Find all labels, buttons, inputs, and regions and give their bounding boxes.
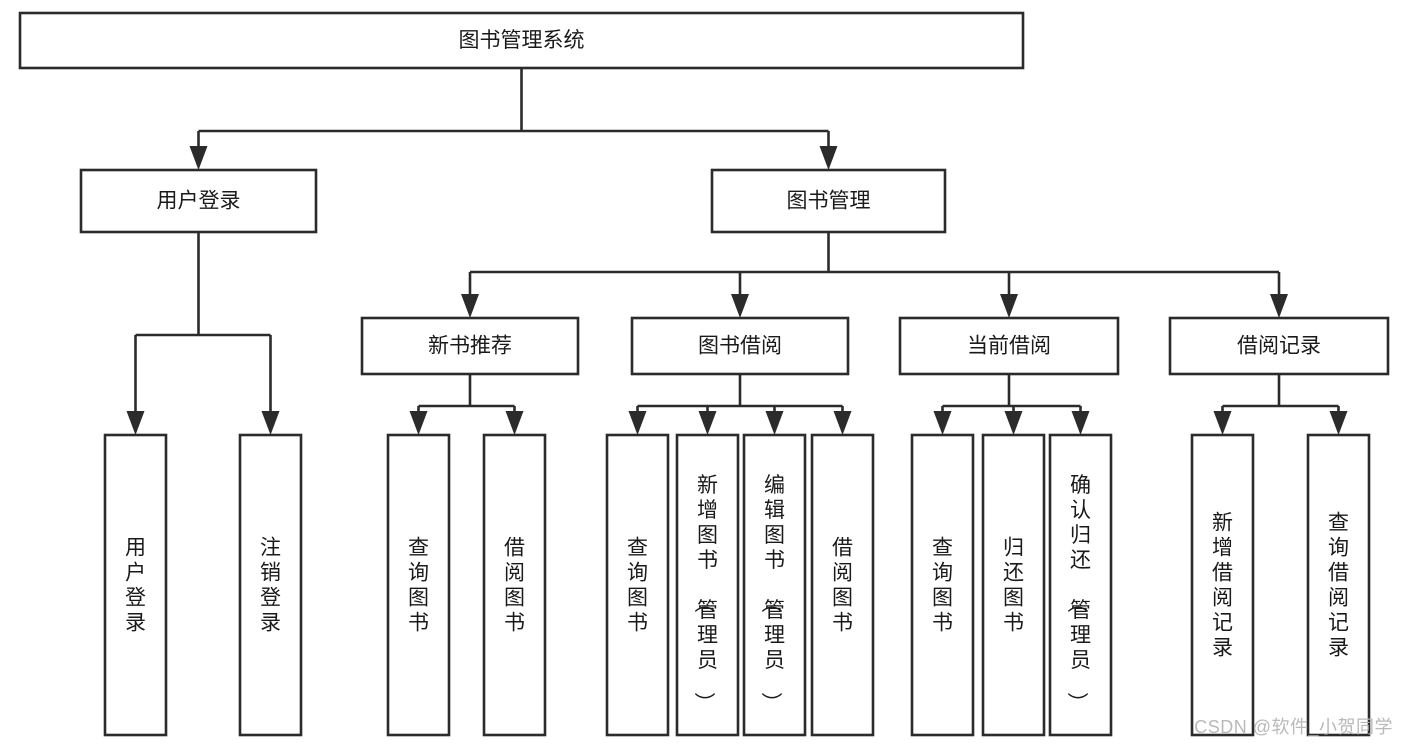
root-to-level2-arrow-0 [189,146,208,170]
node-leaf-borrow-record-1[interactable]: 查询借阅记录 [1306,433,1371,737]
node-leaf-current-borrow-2-box [1048,433,1113,737]
current-borrow-to-leaves-arrow-2 [1071,411,1090,435]
node-level3-2[interactable]: 当前借阅 [898,316,1120,376]
connector-layer [126,68,1348,435]
node-level3-0[interactable]: 新书推荐 [360,316,580,376]
book-mgmt-to-level3-arrow-0 [461,294,479,318]
node-leaf-current-borrow-1[interactable]: 归还图书 [981,433,1046,737]
node-root-book-management-system-box [18,11,1025,70]
node-leaf-current-borrow-0-box [910,433,975,737]
node-leaf-current-borrow-0[interactable]: 查询图书 [910,433,975,737]
root-to-level2-arrow-1 [819,146,838,170]
current-borrow-to-leaves-arrow-1 [1004,411,1023,435]
book-borrow-to-leaves-arrow-0 [628,411,647,435]
node-level3-3-label: 借阅记录 [1237,335,1321,358]
node-leaf-current-borrow-2-label: 确认归还（管理员） [1065,474,1091,713]
node-root-book-management-system[interactable]: 图书管理系统 [18,11,1025,70]
node-leaf-book-borrow-3-box [810,433,875,737]
node-leaf-user-login-0-box [103,433,168,737]
node-level3-1[interactable]: 图书借阅 [630,316,850,376]
node-leaf-book-borrow-3[interactable]: 借阅图书 [810,433,875,737]
node-book-management-box [710,168,947,234]
book-borrow-to-leaves-arrow-2 [765,411,784,435]
node-leaf-user-login-0[interactable]: 用户登录 [103,433,168,737]
node-layer: 图书管理系统用户登录图书管理新书推荐图书借阅当前借阅借阅记录用户登录注销登录查询… [18,11,1390,737]
node-leaf-book-borrow-2-box [742,433,807,737]
node-user-login-box [79,168,318,234]
node-leaf-new-book-recommend-1-box [482,433,547,737]
book-mgmt-to-level3-arrow-3 [1270,294,1288,318]
node-leaf-book-borrow-1-label: 新增图书（管理员） [692,474,718,713]
node-root-book-management-system-label: 图书管理系统 [459,29,585,52]
node-level3-1-label: 图书借阅 [698,335,782,358]
node-level3-2-label: 当前借阅 [967,335,1051,358]
borrow-record-to-leaves-arrow-0 [1213,411,1232,435]
borrow-record-to-leaves-arrow-1 [1329,411,1348,435]
node-leaf-current-borrow-1-label: 归还图书 [1003,537,1024,635]
node-level3-0-label: 新书推荐 [428,335,512,358]
user-login-to-leaves-arrow-0 [126,411,145,435]
node-leaf-user-login-1-box [238,433,303,737]
node-leaf-user-login-1[interactable]: 注销登录 [238,433,303,737]
node-leaf-book-borrow-0-box [605,433,670,737]
current-borrow-to-leaves-arrow-0 [933,411,952,435]
node-leaf-current-borrow-2[interactable]: 确认归还（管理员） [1048,433,1113,737]
node-leaf-new-book-recommend-0-box [386,433,451,737]
node-leaf-book-borrow-3-label: 借阅图书 [832,537,853,635]
node-leaf-borrow-record-0-box [1190,433,1255,737]
node-leaf-borrow-record-1-label: 查询借阅记录 [1328,512,1349,660]
node-leaf-book-borrow-1-box [675,433,740,737]
node-leaf-book-borrow-2-label: 编辑图书（管理员） [759,474,785,713]
node-leaf-new-book-recommend-0[interactable]: 查询图书 [386,433,451,737]
node-leaf-borrow-record-0[interactable]: 新增借阅记录 [1190,433,1255,737]
user-login-to-leaves-arrow-1 [261,411,280,435]
node-book-management[interactable]: 图书管理 [710,168,947,234]
node-user-login[interactable]: 用户登录 [79,168,318,234]
node-leaf-current-borrow-0-label: 查询图书 [932,537,953,635]
node-level3-2-box [898,316,1120,376]
book-borrow-to-leaves-arrow-1 [698,411,717,435]
node-level3-1-box [630,316,850,376]
node-leaf-current-borrow-1-box [981,433,1046,737]
node-leaf-book-borrow-2[interactable]: 编辑图书（管理员） [742,433,807,737]
node-leaf-borrow-record-0-label: 新增借阅记录 [1212,512,1233,660]
node-user-login-label: 用户登录 [157,190,241,213]
node-leaf-new-book-recommend-0-label: 查询图书 [408,537,429,635]
new-book-to-leaves-arrow-1 [505,411,524,435]
node-leaf-book-borrow-1[interactable]: 新增图书（管理员） [675,433,740,737]
node-book-management-label: 图书管理 [787,190,871,213]
book-mgmt-to-level3-arrow-1 [731,294,749,318]
node-leaf-borrow-record-1-box [1306,433,1371,737]
node-leaf-new-book-recommend-1-label: 借阅图书 [504,537,525,635]
book-mgmt-to-level3-arrow-2 [1000,294,1018,318]
node-leaf-user-login-0-label: 用户登录 [125,537,146,635]
new-book-to-leaves-arrow-0 [409,411,428,435]
node-level3-3[interactable]: 借阅记录 [1168,316,1390,376]
book-borrow-to-leaves-arrow-3 [833,411,852,435]
node-leaf-book-borrow-0-label: 查询图书 [627,537,648,635]
node-leaf-new-book-recommend-1[interactable]: 借阅图书 [482,433,547,737]
node-level3-3-box [1168,316,1390,376]
node-leaf-book-borrow-0[interactable]: 查询图书 [605,433,670,737]
node-leaf-user-login-1-label: 注销登录 [260,537,281,635]
watermark-text: CSDN @软件_小贺同学 [1194,717,1393,737]
node-level3-0-box [360,316,580,376]
